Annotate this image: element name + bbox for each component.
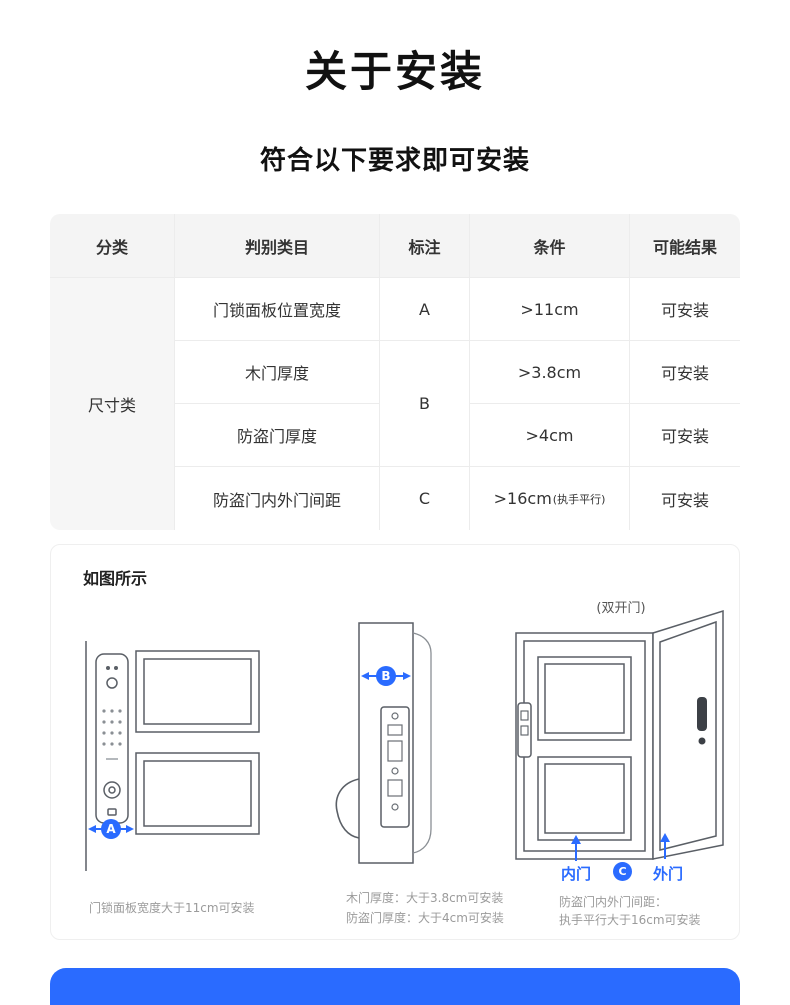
table-header-label: 标注	[380, 214, 470, 278]
table-row-condition: >16cm(执手平行)	[470, 467, 630, 530]
mortise-plate	[380, 706, 410, 828]
table-row-label: B	[380, 341, 470, 467]
installation-diagrams	[85, 609, 724, 871]
table-row-condition: >4cm	[470, 404, 630, 467]
inner-door-panel-inner	[544, 663, 625, 734]
table-row-item: 防盗门内外门间距	[175, 467, 380, 530]
condition-note: (执手平行)	[552, 492, 606, 506]
dimension-badge-c: C	[613, 862, 632, 881]
caption-door-spacing-2: 执手平行大于16cm可安装	[559, 913, 701, 927]
double-door-note: (双开门)	[596, 601, 646, 616]
dimension-badge-b: B	[376, 666, 396, 686]
table-row-item: 木门厚度	[175, 341, 380, 404]
inner-door-lock-window	[520, 725, 529, 736]
door-panel-molding-inner	[143, 658, 252, 725]
lock-sensor-dot	[106, 666, 110, 670]
lock-knob-center	[108, 786, 116, 794]
caption-door-spacing-1: 防盗门内外门间距：	[559, 895, 668, 909]
caption-panel-width: 门锁面板宽度大于11cm可安装	[89, 901, 255, 915]
table-row-label: C	[380, 467, 470, 530]
door-panel-molding	[135, 752, 260, 835]
table-header-result: 可能结果	[630, 214, 740, 278]
lock-camera	[106, 677, 118, 689]
condition-value: >16cm	[493, 489, 552, 508]
inner-door-panel	[537, 756, 632, 841]
outer-door-open	[652, 609, 724, 860]
table-row-item: 门锁面板位置宽度	[175, 278, 380, 341]
door-thickness-diagram	[335, 622, 432, 864]
double-door-diagram	[515, 609, 724, 861]
page-title: 关于安装	[304, 47, 485, 96]
table-header-item: 判别类目	[175, 214, 380, 278]
outer-door-handle-knob	[698, 737, 706, 745]
figure-section-title: 如图所示	[83, 569, 148, 588]
outer-door-open-inner	[659, 620, 717, 851]
table-row-result: 可安装	[630, 278, 740, 341]
door-width-diagram	[85, 641, 260, 871]
outer-door-handle	[697, 697, 707, 731]
table-row-condition: >3.8cm	[470, 341, 630, 404]
outer-door-label: 外门	[652, 865, 683, 883]
door-slab-edge	[412, 632, 432, 854]
caption-wood-thickness: 木门厚度：大于3.8cm可安装	[346, 891, 504, 905]
inner-door-frame	[515, 632, 654, 860]
door-handle-profile	[335, 778, 360, 839]
door-panel-molding	[135, 650, 260, 733]
table-row-result: 可安装	[630, 467, 740, 530]
table-row-result: 可安装	[630, 341, 740, 404]
illustration-card: 如图所示 (双开门)	[50, 544, 740, 940]
table-row-item: 防盗门厚度	[175, 404, 380, 467]
next-section-banner	[50, 968, 740, 1005]
lock-sensor-dot	[114, 666, 118, 670]
installation-requirements-table: 分类 判别类目 标注 条件 可能结果 尺寸类 门锁面板位置宽度 A >11cm …	[50, 214, 740, 530]
lock-keyhole	[107, 808, 117, 816]
table-header-condition: 条件	[470, 214, 630, 278]
outer-door-pointer-arrow	[660, 833, 670, 859]
table-row-condition: >11cm	[470, 278, 630, 341]
dimension-badge-a: A	[101, 819, 121, 839]
table-header-category: 分类	[50, 214, 175, 278]
lock-knob	[103, 781, 121, 799]
table-row-label: A	[380, 278, 470, 341]
lock-keypad-dots	[102, 709, 122, 746]
table-row-result: 可安装	[630, 404, 740, 467]
inner-door-label: 内门	[560, 865, 591, 883]
inner-door-panel	[537, 656, 632, 741]
door-panel-molding-inner	[143, 760, 252, 827]
page-subtitle: 符合以下要求即可安装	[259, 146, 530, 176]
inner-door-panel-inner	[544, 763, 625, 834]
inner-door-lock-window	[520, 710, 529, 721]
mortise-plate-details	[387, 712, 403, 811]
table-category-cell: 尺寸类	[50, 278, 175, 530]
inner-door-pointer-arrow	[571, 835, 581, 861]
caption-security-thickness: 防盗门厚度：大于4cm可安装	[346, 911, 504, 925]
